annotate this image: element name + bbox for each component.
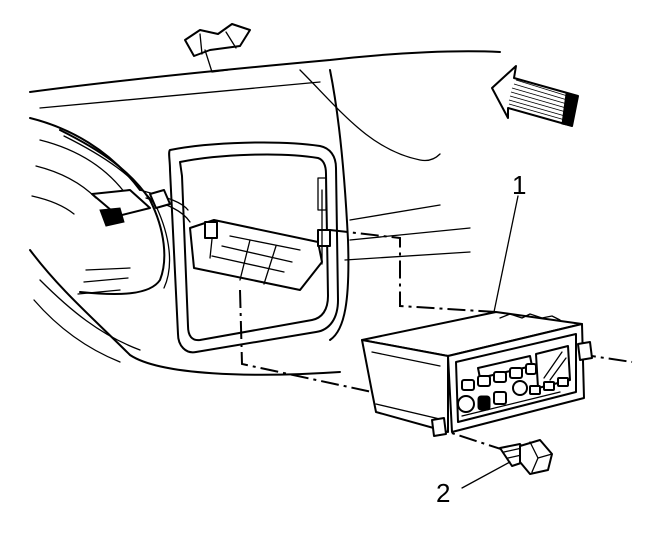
radio-unit (361, 311, 593, 437)
instrument-panel (29, 50, 501, 376)
callout-leaders (461, 195, 519, 489)
callout-label-1: 1 (512, 170, 526, 200)
mounting-screw (499, 439, 553, 475)
radio-opening (168, 141, 339, 354)
wiring-harness (59, 129, 191, 296)
front-direction-arrow (491, 65, 579, 127)
callout-label-2: 2 (436, 478, 450, 508)
defroster-vent (184, 23, 251, 73)
